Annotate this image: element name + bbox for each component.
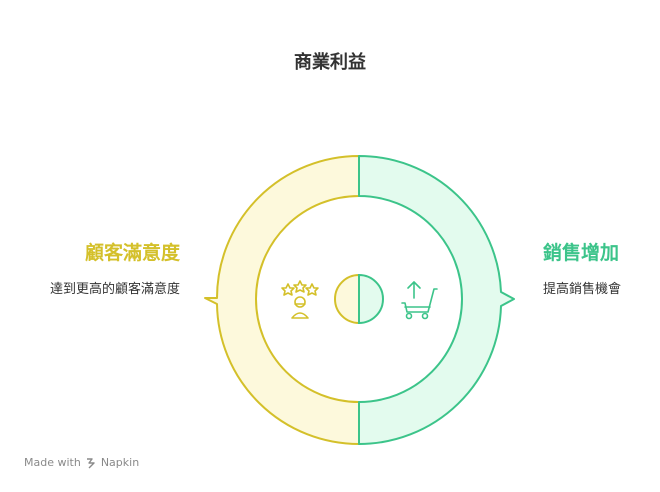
left-ring-segment [204,155,360,445]
right-ring-segment [358,154,515,445]
right-description: 提高銷售機會 [543,282,622,297]
left-heading: 顧客滿意度 [84,242,180,264]
stars-person-icon [281,280,319,319]
center-right-half [358,273,384,325]
left-description: 達到更高的顧客滿意度 [49,282,180,297]
napkin-logo-icon [86,457,95,468]
diagram-title: 商業利益 [294,52,366,73]
right-heading: 銷售增加 [543,242,620,264]
footer-credit[interactable]: Made with Napkin [24,456,139,469]
made-with-label: Made with [24,456,81,469]
napkin-brand-label: Napkin [100,456,140,469]
center-left-half [334,273,360,325]
cart-up-arrow-icon [401,281,438,320]
